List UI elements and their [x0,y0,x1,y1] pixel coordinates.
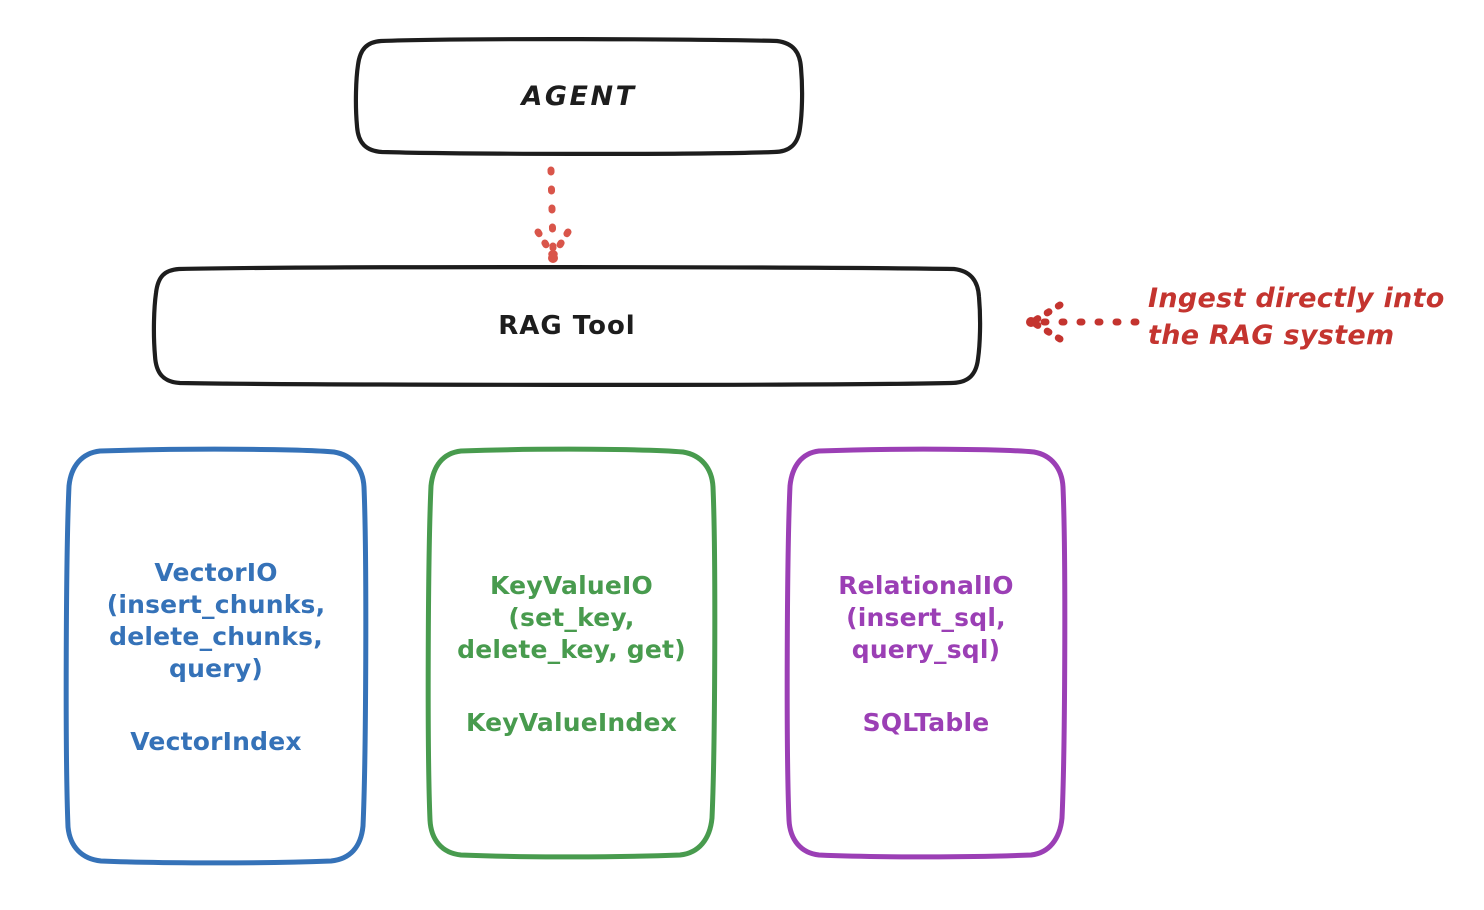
key-value-index-label: KeyValueIndex [465,707,678,737]
vector-index-label: VectorIndex [130,726,302,756]
key-value-io-title: KeyValueIO (set_key, delete_key, get) [457,570,686,664]
vector-io-box-outline [63,446,369,866]
agent-node[interactable]: AGENT [357,40,801,153]
relational-io-title: RelationalIO (insert_sql, query_sql) [838,570,1014,664]
agent-label: AGENT [521,81,637,112]
rag-tool-box-outline [151,265,983,387]
key-value-io-box-outline [425,446,718,860]
relational-io-box-outline [784,446,1068,860]
relational-io-node[interactable]: RelationalIO (insert_sql, query_sql) SQL… [789,450,1063,856]
rag-tool-label: RAG Tool [498,310,636,341]
key-value-io-node[interactable]: KeyValueIO (set_key, delete_key, get) Ke… [430,450,713,856]
ingest-annotation-text: Ingest directly into the RAG system [1148,283,1445,352]
rag-tool-node[interactable]: RAG Tool [155,268,979,383]
connector-ingest-annotation-arrow [1026,301,1140,343]
sql-table-label: SQLTable [862,707,990,737]
connector-agent-to-rag-tool-arrow [534,166,572,263]
agent-box-outline [353,37,805,156]
vector-io-title: VectorIO (insert_chunks, delete_chunks, … [106,557,326,683]
vector-io-node[interactable]: VectorIO (insert_chunks, delete_chunks, … [68,450,364,862]
